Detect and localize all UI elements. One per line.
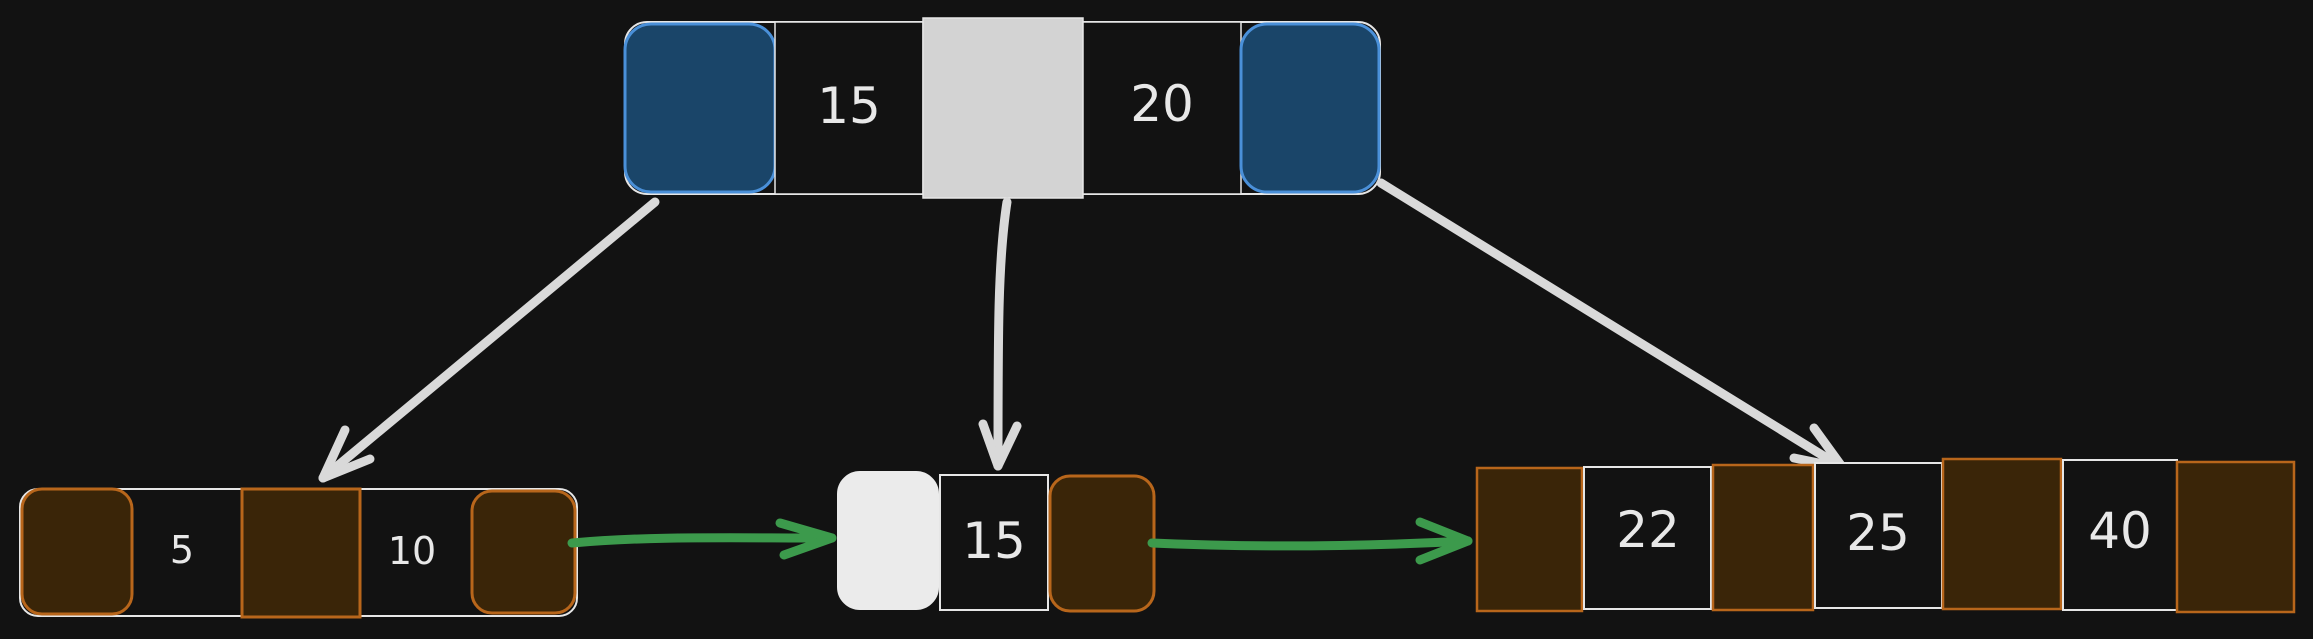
root-key-cell-1 bbox=[774, 21, 924, 195]
leaf3-pointer-4 bbox=[2175, 460, 2296, 614]
root-pointer-right bbox=[1239, 22, 1381, 194]
edge-root-to-leaf3 bbox=[1376, 178, 1848, 473]
link-leaf2-to-leaf3 bbox=[1147, 517, 1473, 565]
leaf3-key-cell-3 bbox=[2062, 459, 2178, 611]
leaf3-pointer-1 bbox=[1475, 466, 1584, 613]
leaf3-pointer-2 bbox=[1711, 463, 1815, 612]
root-node: 15 20 bbox=[623, 17, 1381, 199]
leaf2-key-cell bbox=[939, 474, 1049, 611]
edge-root-to-leaf2 bbox=[978, 197, 1022, 471]
root-separator-pointer bbox=[922, 17, 1084, 199]
sibling-links bbox=[567, 517, 1473, 565]
leaf3-key-cell-2 bbox=[1814, 462, 1943, 609]
link-leaf1-to-leaf2 bbox=[567, 518, 837, 560]
leaf-node-1: 5 10 bbox=[19, 487, 578, 619]
root-pointer-left bbox=[623, 22, 777, 194]
leaf1-pointer-right bbox=[470, 489, 577, 615]
leaf-node-3: 22 25 40 bbox=[1475, 457, 2296, 614]
leaf-node-2: 15 bbox=[837, 471, 1156, 613]
leaf1-key-1: 5 bbox=[170, 528, 194, 572]
leaf3-key-cell-1 bbox=[1583, 466, 1712, 610]
leaf2-pointer-next bbox=[1048, 474, 1156, 613]
leaf1-key-2: 10 bbox=[388, 529, 436, 573]
root-key-cell-2 bbox=[1082, 21, 1242, 195]
leaf3-key-2: 25 bbox=[1846, 504, 1910, 562]
leaf2-key-1: 15 bbox=[962, 512, 1026, 570]
edge-root-to-leaf1 bbox=[318, 197, 660, 483]
leaf1-pointer-left bbox=[20, 487, 134, 616]
tree-edges bbox=[318, 178, 1848, 483]
leaf3-pointer-3 bbox=[1941, 457, 2063, 611]
leaf1-pointer-middle bbox=[240, 487, 362, 619]
leaf3-key-1: 22 bbox=[1616, 501, 1680, 559]
root-key-2: 20 bbox=[1130, 75, 1194, 133]
leaf2-empty-slot bbox=[837, 471, 939, 610]
leaf3-key-3: 40 bbox=[2088, 502, 2152, 560]
root-key-1: 15 bbox=[817, 77, 881, 135]
